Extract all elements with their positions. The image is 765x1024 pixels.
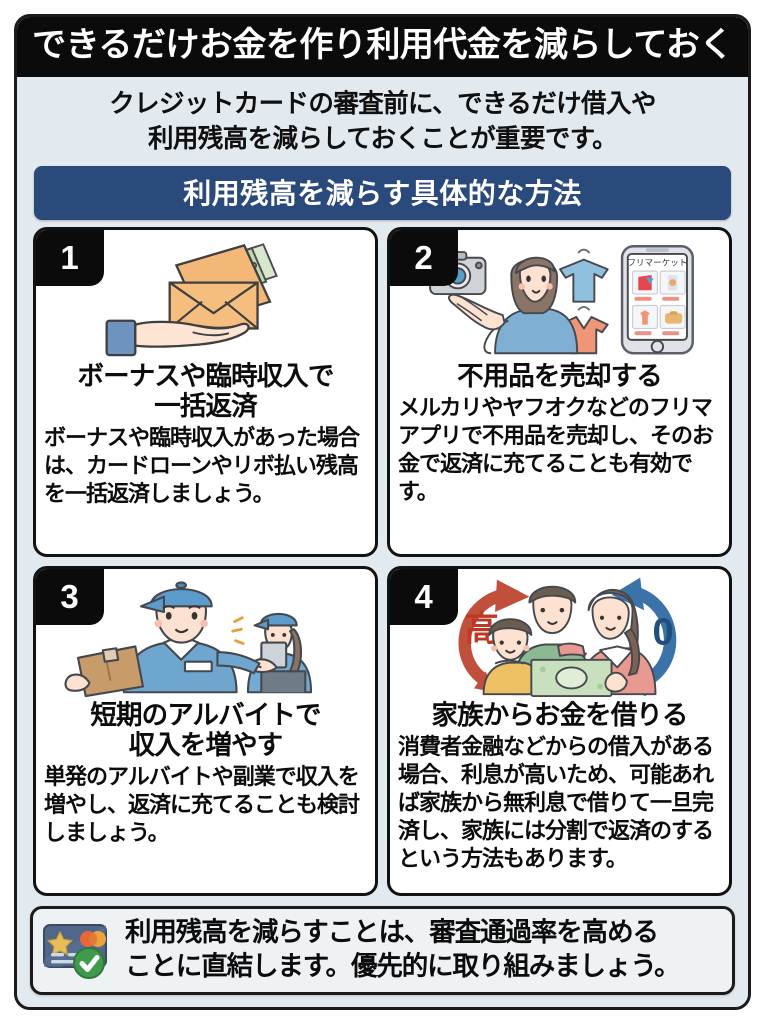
footer-text: 利用残高を減らすことは、審査通過率を高める ことに直結します。優先的に取り組みま… [125, 916, 722, 984]
lead-paragraph: クレジットカードの審査前に、できるだけ借入や 利用残高を減らしておくことが重要で… [17, 77, 748, 162]
footer-callout: 利用残高を減らすことは、審査通過率を高める ことに直結します。優先的に取り組みま… [30, 906, 735, 995]
zero-interest-label: 0 [652, 611, 673, 654]
method-card-4: 4 高 0 [387, 566, 732, 897]
card-number-badge: 1 [36, 229, 104, 286]
method-card-grid: 1 [17, 226, 748, 897]
infographic-root: できるだけお金を作り利用代金を減らしておく クレジットカードの審査前に、できるだ… [14, 14, 751, 1010]
credit-card-with-green-check-icon [41, 919, 119, 981]
header-banner: できるだけお金を作り利用代金を減らしておく [17, 17, 748, 78]
section-banner-label: 利用残高を減らす具体的な方法 [183, 177, 582, 209]
footer-line-2: ことに直結します。優先的に取り組みましょう。 [125, 951, 681, 982]
card-title-line-1: 不用品を売却する [457, 360, 663, 391]
card-title-line-2: 収入を増やす [128, 730, 284, 761]
card-title: 短期のアルバイトで 収入を増やす [36, 699, 375, 763]
method-card-1: 1 [33, 226, 378, 558]
section-banner-wrapper: 利用残高を減らす具体的な方法 [17, 162, 748, 227]
card-body-text: ボーナスや臨時収入があった場合は、カードローンやリボ払い残高を一括返済しましょう… [44, 425, 360, 507]
card-title: 家族からお金を借りる [390, 699, 729, 733]
family-lending-money-interest-comparison-illustration: 高 0 [390, 569, 729, 699]
delivery-workers-part-time-job-illustration [36, 569, 375, 699]
lead-line-1: クレジットカードの審査前に、できるだけ借入や [109, 90, 656, 119]
lead-line-2: 利用残高を減らしておくことが重要です。 [147, 124, 618, 153]
card-title: ボーナスや臨時収入で 一括返済 [36, 360, 375, 424]
card-title-line-1: 短期のアルバイトで [90, 700, 321, 731]
card-body-text: 単発のアルバイトや副業で収入を増やし、返済に充てることも検討しましょう。 [44, 764, 360, 846]
card-body-text: 消費者金融などからの借入がある場合、利息が高いため、可能あれば家族から無利息で借… [398, 734, 714, 871]
card-body-text: メルカリやヤフオクなどのフリマアプリで不用品を売却し、そのお金で返済に充てること… [398, 395, 714, 504]
card-title-line-1: 家族からお金を借りる [431, 700, 689, 731]
footer-line-1: 利用残高を減らすことは、審査通過率を高める [125, 917, 659, 948]
card-number-badge: 3 [36, 569, 104, 626]
method-card-2: 2 [387, 226, 732, 558]
phone-app-title: フリマーケット [627, 257, 687, 267]
card-number-badge: 4 [390, 569, 458, 626]
method-card-3: 3 [33, 566, 378, 897]
section-banner: 利用残高を減らす具体的な方法 [34, 165, 731, 220]
card-title-line-2: 一括返済 [154, 391, 257, 422]
page-title: できるだけお金を作り利用代金を減らしておく [32, 26, 733, 64]
card-title: 不用品を売却する [390, 360, 729, 394]
envelope-cash-in-hand-illustration [36, 230, 375, 360]
card-number-badge: 2 [390, 229, 458, 286]
footer-wrapper: 利用残高を減らすことは、審査通過率を高める ことに直結します。優先的に取り組みま… [17, 896, 748, 1007]
card-title-line-1: ボーナスや臨時収入で [77, 360, 335, 391]
